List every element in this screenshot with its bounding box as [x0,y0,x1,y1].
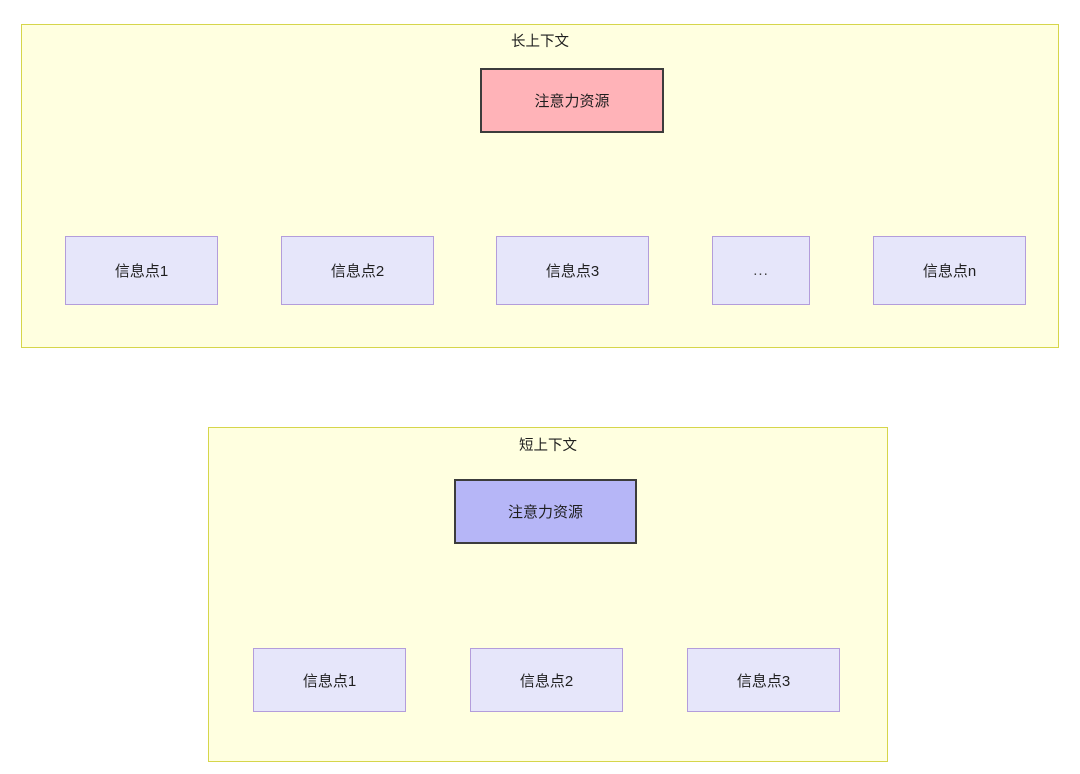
node-info-point-n-long[interactable]: 信息点n [873,236,1026,305]
node-info-point-3-short[interactable]: 信息点3 [687,648,840,712]
node-attention-resource-long[interactable]: 注意力资源 [480,68,664,133]
panel-title-long-context: 长上下文 [511,34,569,50]
node-info-point-2-short[interactable]: 信息点2 [470,648,623,712]
node-info-point-ellipsis-long[interactable]: ... [712,236,810,305]
node-info-point-2-long[interactable]: 信息点2 [281,236,434,305]
panel-title-short-context: 短上下文 [519,438,577,454]
node-info-point-3-long[interactable]: 信息点3 [496,236,649,305]
node-info-point-1-short[interactable]: 信息点1 [253,648,406,712]
node-attention-resource-short[interactable]: 注意力资源 [454,479,637,544]
node-info-point-1-long[interactable]: 信息点1 [65,236,218,305]
